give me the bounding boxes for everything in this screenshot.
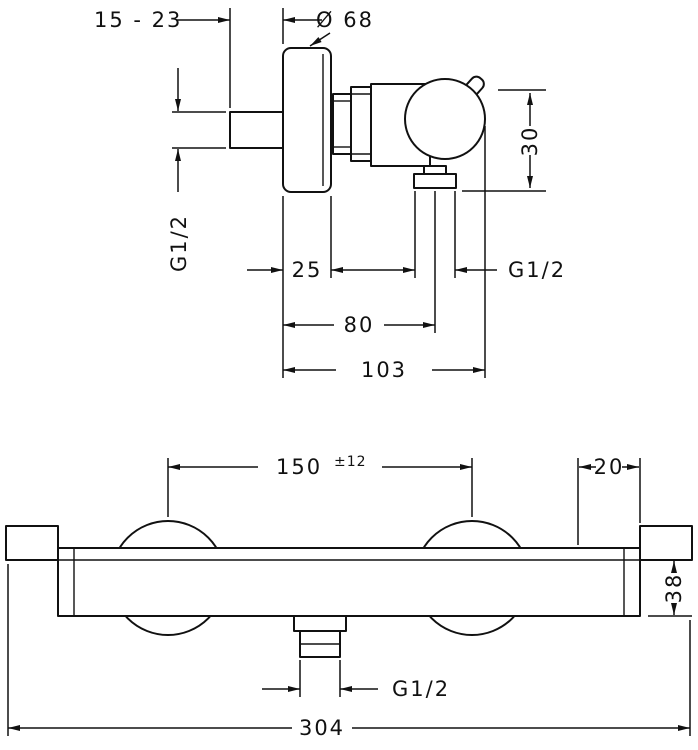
dim-depth-to-outlet: 80 [283,191,436,337]
dim-total-depth: 103 [283,126,486,382]
mixer-front-view [5,520,693,658]
dim-center-distance-label: 150 [276,455,322,479]
dim-depth-to-outlet-label: 80 [344,313,375,337]
wall-union-right [639,525,693,561]
dim-center-distance-tolerance: ±12 [334,454,367,470]
outlet-flange [293,615,347,632]
thermostat-knob [404,78,486,160]
dim-inlet-thread-label: G1/2 [167,214,191,272]
dim-end-offset: 20 [577,455,641,545]
union-ring-large [350,86,372,162]
dim-total-width-label: 304 [299,716,345,740]
dim-flange-diameter-label: Ø 68 [316,8,374,32]
wall-supply-pipe [229,111,284,149]
dim-total-depth-label: 103 [361,358,407,382]
escutcheon-flange [282,47,332,193]
dim-protrusion: 15 - 23 [94,8,322,108]
dim-outlet-offset: 30 [462,89,546,192]
outlet-neck [423,165,447,175]
dim-outlet-thread-top: G1/2 [367,191,566,282]
valve-side-view [229,47,486,193]
wall-union-left [5,525,59,561]
dim-body-height: 38 [648,559,692,617]
dim-total-width: 304 [7,564,691,740]
mixer-bar-body [57,547,641,617]
dim-center-distance: 150 ±12 [167,454,473,517]
dim-inlet-thread: G1/2 [167,68,226,272]
top-view: 15 - 23 Ø 68 G1/2 30 [94,8,566,382]
dim-flange-depth: 25 [247,196,367,378]
dim-outlet-thread-top-label: G1/2 [508,258,566,282]
dim-outlet-thread-front: G1/2 [262,660,450,701]
dim-flange-diameter: Ø 68 [309,8,374,47]
dim-body-height-label: 38 [662,573,686,604]
front-view: 150 ±12 20 38 G1/2 [5,454,693,740]
dim-outlet-offset-label: 30 [518,126,542,157]
dim-protrusion-label: 15 - 23 [94,8,182,32]
union-ring-small [332,93,352,155]
dim-flange-depth-label: 25 [292,258,323,282]
outlet-nut [413,173,457,189]
leader-arrow [309,32,331,47]
dim-end-offset-label: 20 [594,455,625,479]
dim-outlet-thread-front-label: G1/2 [392,677,450,701]
